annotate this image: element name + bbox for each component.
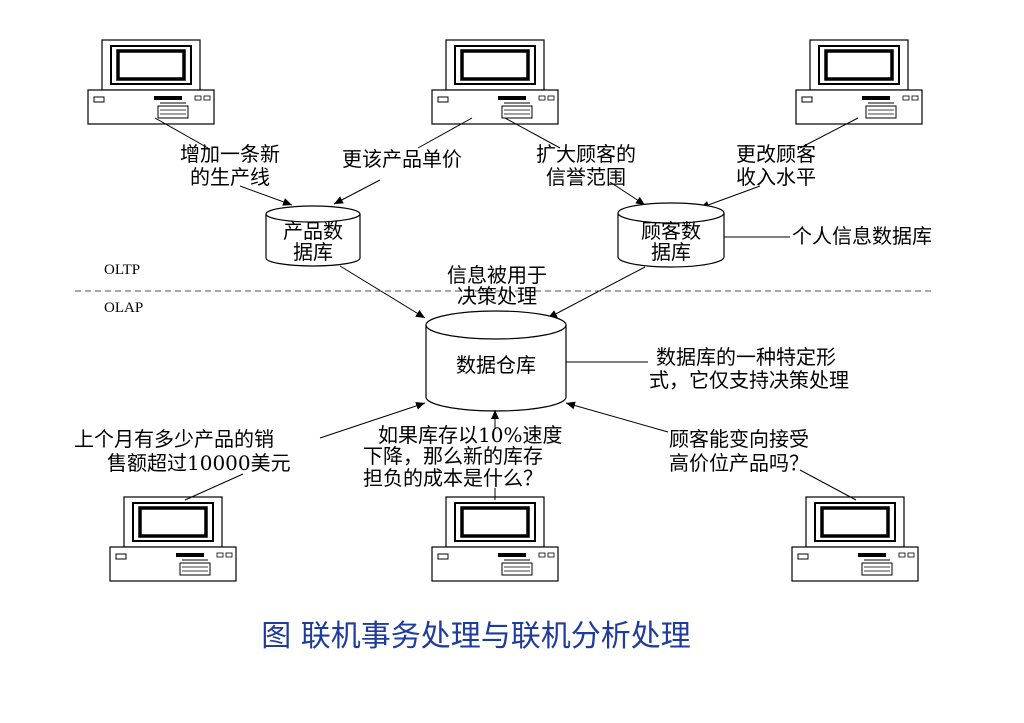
- query-text: 的生产线: [190, 165, 270, 189]
- query-text: 担负的成本是什么？: [363, 466, 543, 490]
- query-text: 售额超过10000美元: [107, 451, 291, 475]
- customer-db-note: 个人信息数据库: [792, 224, 932, 248]
- oltp-label: OLTP: [104, 262, 140, 278]
- query-text: 收入水平: [736, 165, 816, 189]
- flow-label: 决策处理: [457, 284, 537, 308]
- connector-line: [184, 473, 244, 501]
- arrow: [319, 402, 426, 439]
- arrow: [239, 185, 293, 206]
- query-text: 更该产品单价: [342, 147, 462, 171]
- connector-line: [799, 117, 859, 149]
- arrow: [699, 185, 761, 209]
- figure-caption: 图 联机事务处理与联机分析处理: [261, 619, 691, 654]
- arrow: [339, 265, 426, 319]
- connector-line: [154, 117, 209, 149]
- computer-icon: [430, 495, 560, 583]
- product-database: 产品数 据库: [265, 205, 361, 267]
- warehouse-note: 数据库的一种特定形: [656, 345, 836, 369]
- query-text: 更改顾客: [736, 142, 816, 166]
- query-text: 增加一条新: [180, 142, 280, 166]
- computer-icon: [794, 38, 924, 126]
- arrow: [565, 401, 669, 433]
- connector-line: [417, 117, 473, 149]
- customer-database: 顾客数 据库: [617, 202, 725, 268]
- query-text: 扩大顾客的: [536, 142, 636, 166]
- product-db-label: 据库: [293, 240, 333, 264]
- computer-icon: [430, 38, 560, 126]
- customer-db-label: 顾客数: [641, 219, 701, 243]
- query-text: 下降，那么新的库存: [363, 444, 543, 468]
- flow-label: 信息被用于: [447, 263, 547, 287]
- data-warehouse: 数据仓库: [425, 310, 567, 412]
- computer-icon: [790, 495, 920, 583]
- connector-line: [799, 469, 857, 501]
- query-text: 顾客能变向接受: [669, 427, 809, 451]
- query-text: 高价位产品吗？: [669, 451, 809, 475]
- olap-label: OLAP: [104, 300, 143, 316]
- arrow: [333, 179, 381, 205]
- query-text: 信誉范围: [546, 165, 626, 189]
- warehouse-label: 数据仓库: [456, 353, 536, 377]
- query-text: 如果库存以10%速度: [378, 423, 562, 447]
- arrow: [609, 181, 646, 206]
- connector-line: [504, 117, 561, 149]
- arrow: [547, 266, 646, 319]
- query-text: 上个月有多少产品的销: [74, 427, 274, 451]
- computer-icon: [86, 38, 216, 126]
- product-db-label: 产品数: [283, 219, 343, 243]
- customer-db-label: 据库: [651, 240, 691, 264]
- warehouse-note: 式，它仅支持决策处理: [649, 368, 849, 392]
- computer-icon: [108, 495, 238, 583]
